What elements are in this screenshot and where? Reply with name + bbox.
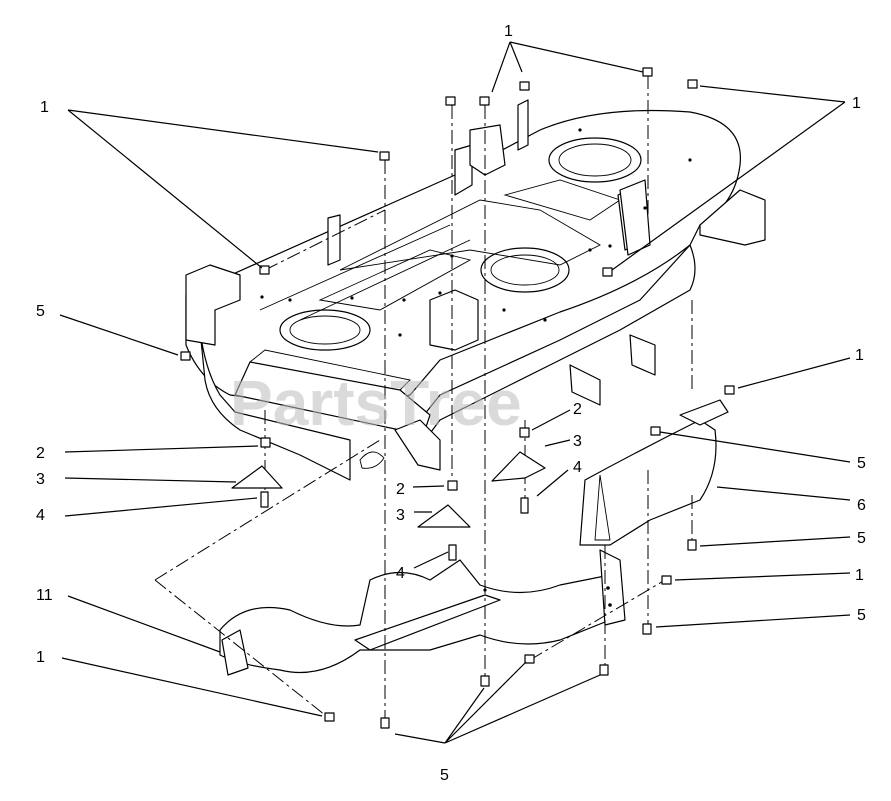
watermark: PartsTree	[230, 367, 522, 439]
hardware	[180, 67, 735, 729]
callout-4-right: 4	[573, 459, 582, 476]
callout-3-right: 3	[573, 433, 582, 450]
callout-1-right-low: 1	[855, 567, 864, 584]
callout-1-lower-left: 1	[36, 649, 45, 666]
assembly-centerlines	[154, 75, 693, 720]
bolt-icon	[180, 351, 697, 729]
callout-5-left: 5	[36, 303, 45, 320]
deck-mounting-holes	[260, 128, 692, 337]
callout-leaders	[59, 41, 851, 744]
nut-icon	[259, 67, 735, 722]
callout-5-right-c: 5	[857, 607, 866, 624]
callout-5-right-b: 5	[857, 530, 866, 547]
callout-labels: 1 1 1 1 1 1 2 2 2 3 3 3 4 4 4 5 5 5 5 5 …	[36, 23, 866, 784]
callout-1-upper-left: 1	[40, 99, 49, 116]
washer-icon	[260, 427, 530, 491]
callout-11: 11	[36, 587, 53, 604]
callout-1-upper-right: 1	[852, 95, 861, 112]
gauge-wheel-bracket-icon	[231, 451, 546, 528]
callout-2-left: 2	[36, 445, 45, 462]
mower-deck-shell	[185, 99, 766, 481]
callout-5-right-a: 5	[857, 455, 866, 472]
callout-1-right-mid: 1	[855, 347, 864, 364]
callout-3-center: 3	[396, 507, 405, 524]
callout-4-center: 4	[396, 565, 405, 582]
callout-5-bottom: 5	[440, 767, 449, 784]
callout-3-left: 3	[36, 471, 45, 488]
callout-1-top: 1	[504, 23, 513, 40]
callout-2-center: 2	[396, 481, 405, 498]
callout-2-right: 2	[573, 401, 582, 418]
callout-6: 6	[857, 497, 866, 514]
callout-4-left: 4	[36, 507, 45, 524]
